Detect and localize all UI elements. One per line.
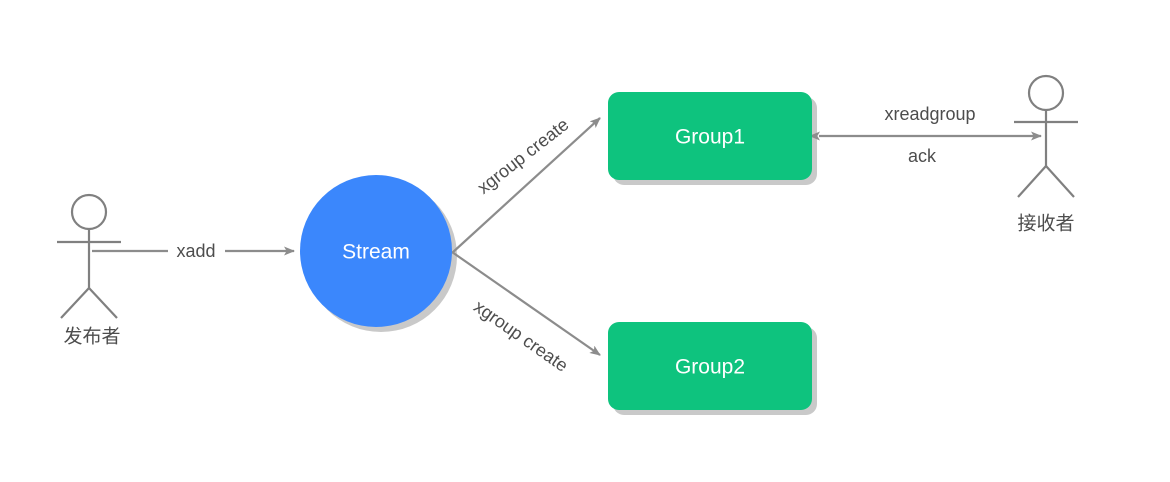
publisher-label: 发布者 — [63, 326, 120, 348]
receiver-leg-right — [1045, 165, 1075, 198]
group2-label: Group2 — [675, 356, 745, 379]
receiver-label: 接收者 — [1017, 213, 1074, 235]
stream-circle[interactable] — [300, 175, 452, 327]
node-stream[interactable]: Stream — [300, 175, 452, 327]
publisher-stick-figure-icon — [57, 193, 121, 319]
receiver-leg-left — [1017, 165, 1047, 198]
node-receiver[interactable]: 接收者 — [1014, 74, 1078, 235]
receiver-head — [1027, 74, 1065, 112]
node-group2[interactable]: Group2 — [608, 322, 812, 410]
publisher-leg-left — [60, 287, 90, 319]
edge-label-xgroup-create-group2: xgroup create — [470, 296, 572, 376]
stream-label: Stream — [342, 241, 410, 264]
edge-label-xadd: xadd — [176, 241, 215, 261]
edge-label-ack: ack — [908, 146, 937, 166]
receiver-stick-figure-icon — [1014, 74, 1078, 198]
publisher-leg-right — [88, 287, 118, 319]
xadd-label-bg — [168, 238, 225, 264]
group1-label: Group1 — [675, 126, 745, 149]
publisher-head — [70, 193, 108, 231]
edge-stream-to-group1 — [451, 117, 601, 254]
node-group1[interactable]: Group1 — [608, 92, 812, 180]
group2-rect[interactable] — [608, 322, 812, 410]
group1-rect[interactable] — [608, 92, 812, 180]
edge-label-xreadgroup: xreadgroup — [884, 104, 975, 124]
edge-layer — [92, 117, 1042, 356]
node-publisher[interactable]: 发布者 — [57, 193, 121, 348]
edge-stream-to-group2 — [451, 251, 601, 356]
